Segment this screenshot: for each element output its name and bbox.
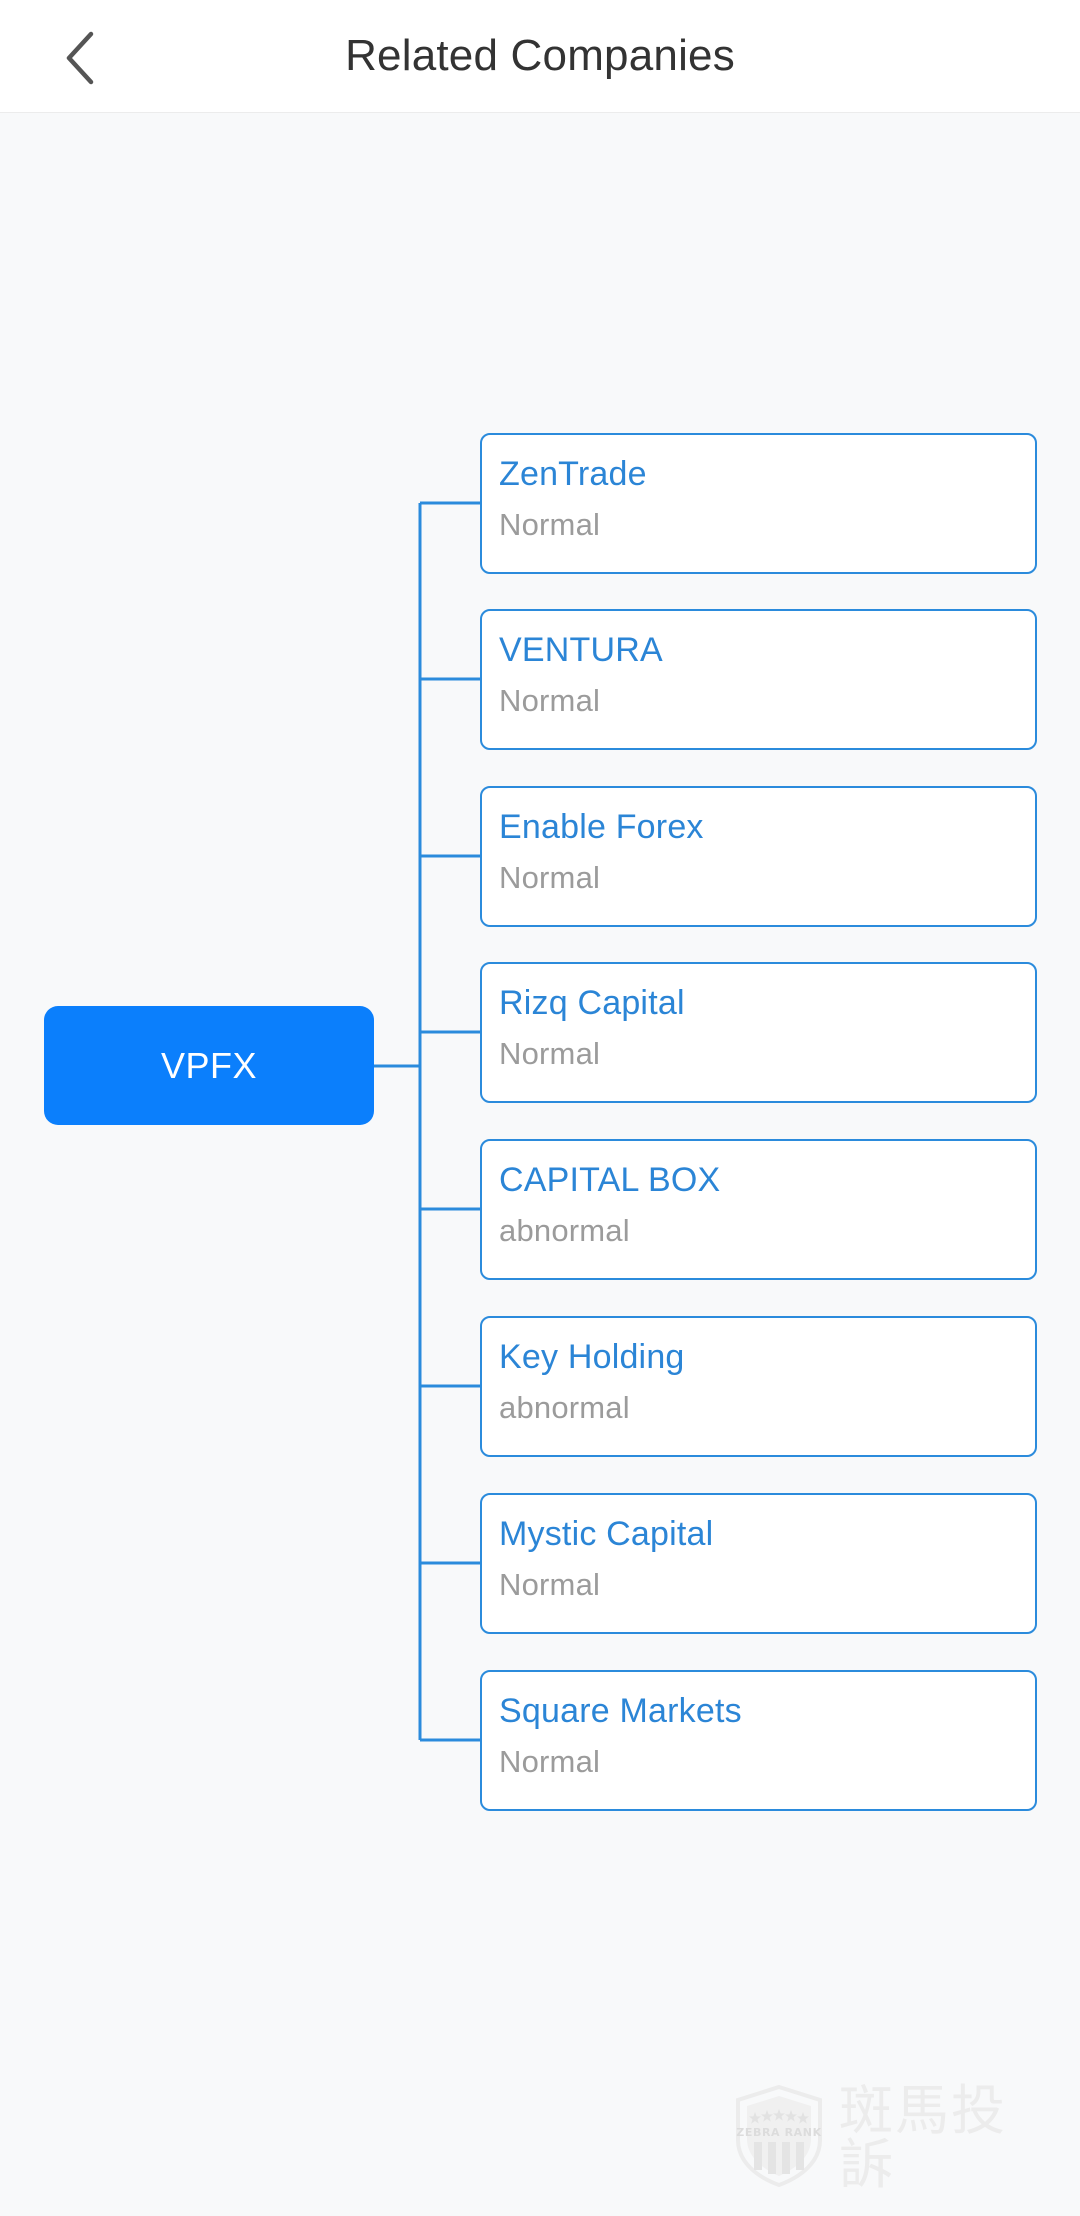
- company-name: VENTURA: [499, 631, 663, 669]
- company-name: Mystic Capital: [499, 1515, 714, 1553]
- chevron-left-icon: [60, 30, 100, 86]
- back-button[interactable]: [40, 20, 120, 96]
- company-card[interactable]: Enable Forex Normal: [480, 786, 1037, 927]
- company-status: Normal: [499, 1744, 601, 1779]
- company-card[interactable]: Square Markets Normal: [480, 1670, 1037, 1811]
- watermark: ZEBRA RANK 斑馬投訴: [733, 2083, 1053, 2193]
- company-status: Normal: [499, 683, 601, 718]
- app-header: Related Companies: [0, 0, 1080, 113]
- root-node-label: VPFX: [160, 1044, 258, 1086]
- org-tree-canvas: VPFX ZenTrade Normal VENTURA Normal Enab…: [0, 113, 1080, 2216]
- company-card[interactable]: Mystic Capital Normal: [480, 1493, 1037, 1634]
- company-status: Normal: [499, 1567, 601, 1602]
- company-status: Normal: [499, 860, 601, 895]
- company-status: Normal: [499, 1036, 601, 1071]
- shield-badge-icon: ZEBRA RANK: [733, 2084, 825, 2193]
- company-card[interactable]: ZenTrade Normal: [480, 433, 1037, 574]
- company-card[interactable]: VENTURA Normal: [480, 609, 1037, 750]
- company-status: abnormal: [499, 1213, 630, 1248]
- watermark-brand: 斑馬投訴: [839, 2079, 1007, 2196]
- company-status: Normal: [499, 507, 601, 542]
- company-card[interactable]: Rizq Capital Normal: [480, 962, 1037, 1103]
- company-name: Square Markets: [499, 1692, 742, 1730]
- company-name: CAPITAL BOX: [499, 1161, 721, 1199]
- company-name: ZenTrade: [499, 455, 647, 493]
- company-card[interactable]: Key Holding abnormal: [480, 1316, 1037, 1457]
- svg-text:ZEBRA RANK: ZEBRA RANK: [736, 2126, 821, 2139]
- page-title: Related Companies: [345, 31, 735, 80]
- root-node-vpfx[interactable]: VPFX: [44, 1006, 374, 1125]
- company-name: Enable Forex: [499, 808, 704, 846]
- company-status: abnormal: [499, 1390, 630, 1425]
- company-name: Rizq Capital: [499, 984, 685, 1022]
- company-card[interactable]: CAPITAL BOX abnormal: [480, 1139, 1037, 1280]
- company-name: Key Holding: [499, 1338, 685, 1376]
